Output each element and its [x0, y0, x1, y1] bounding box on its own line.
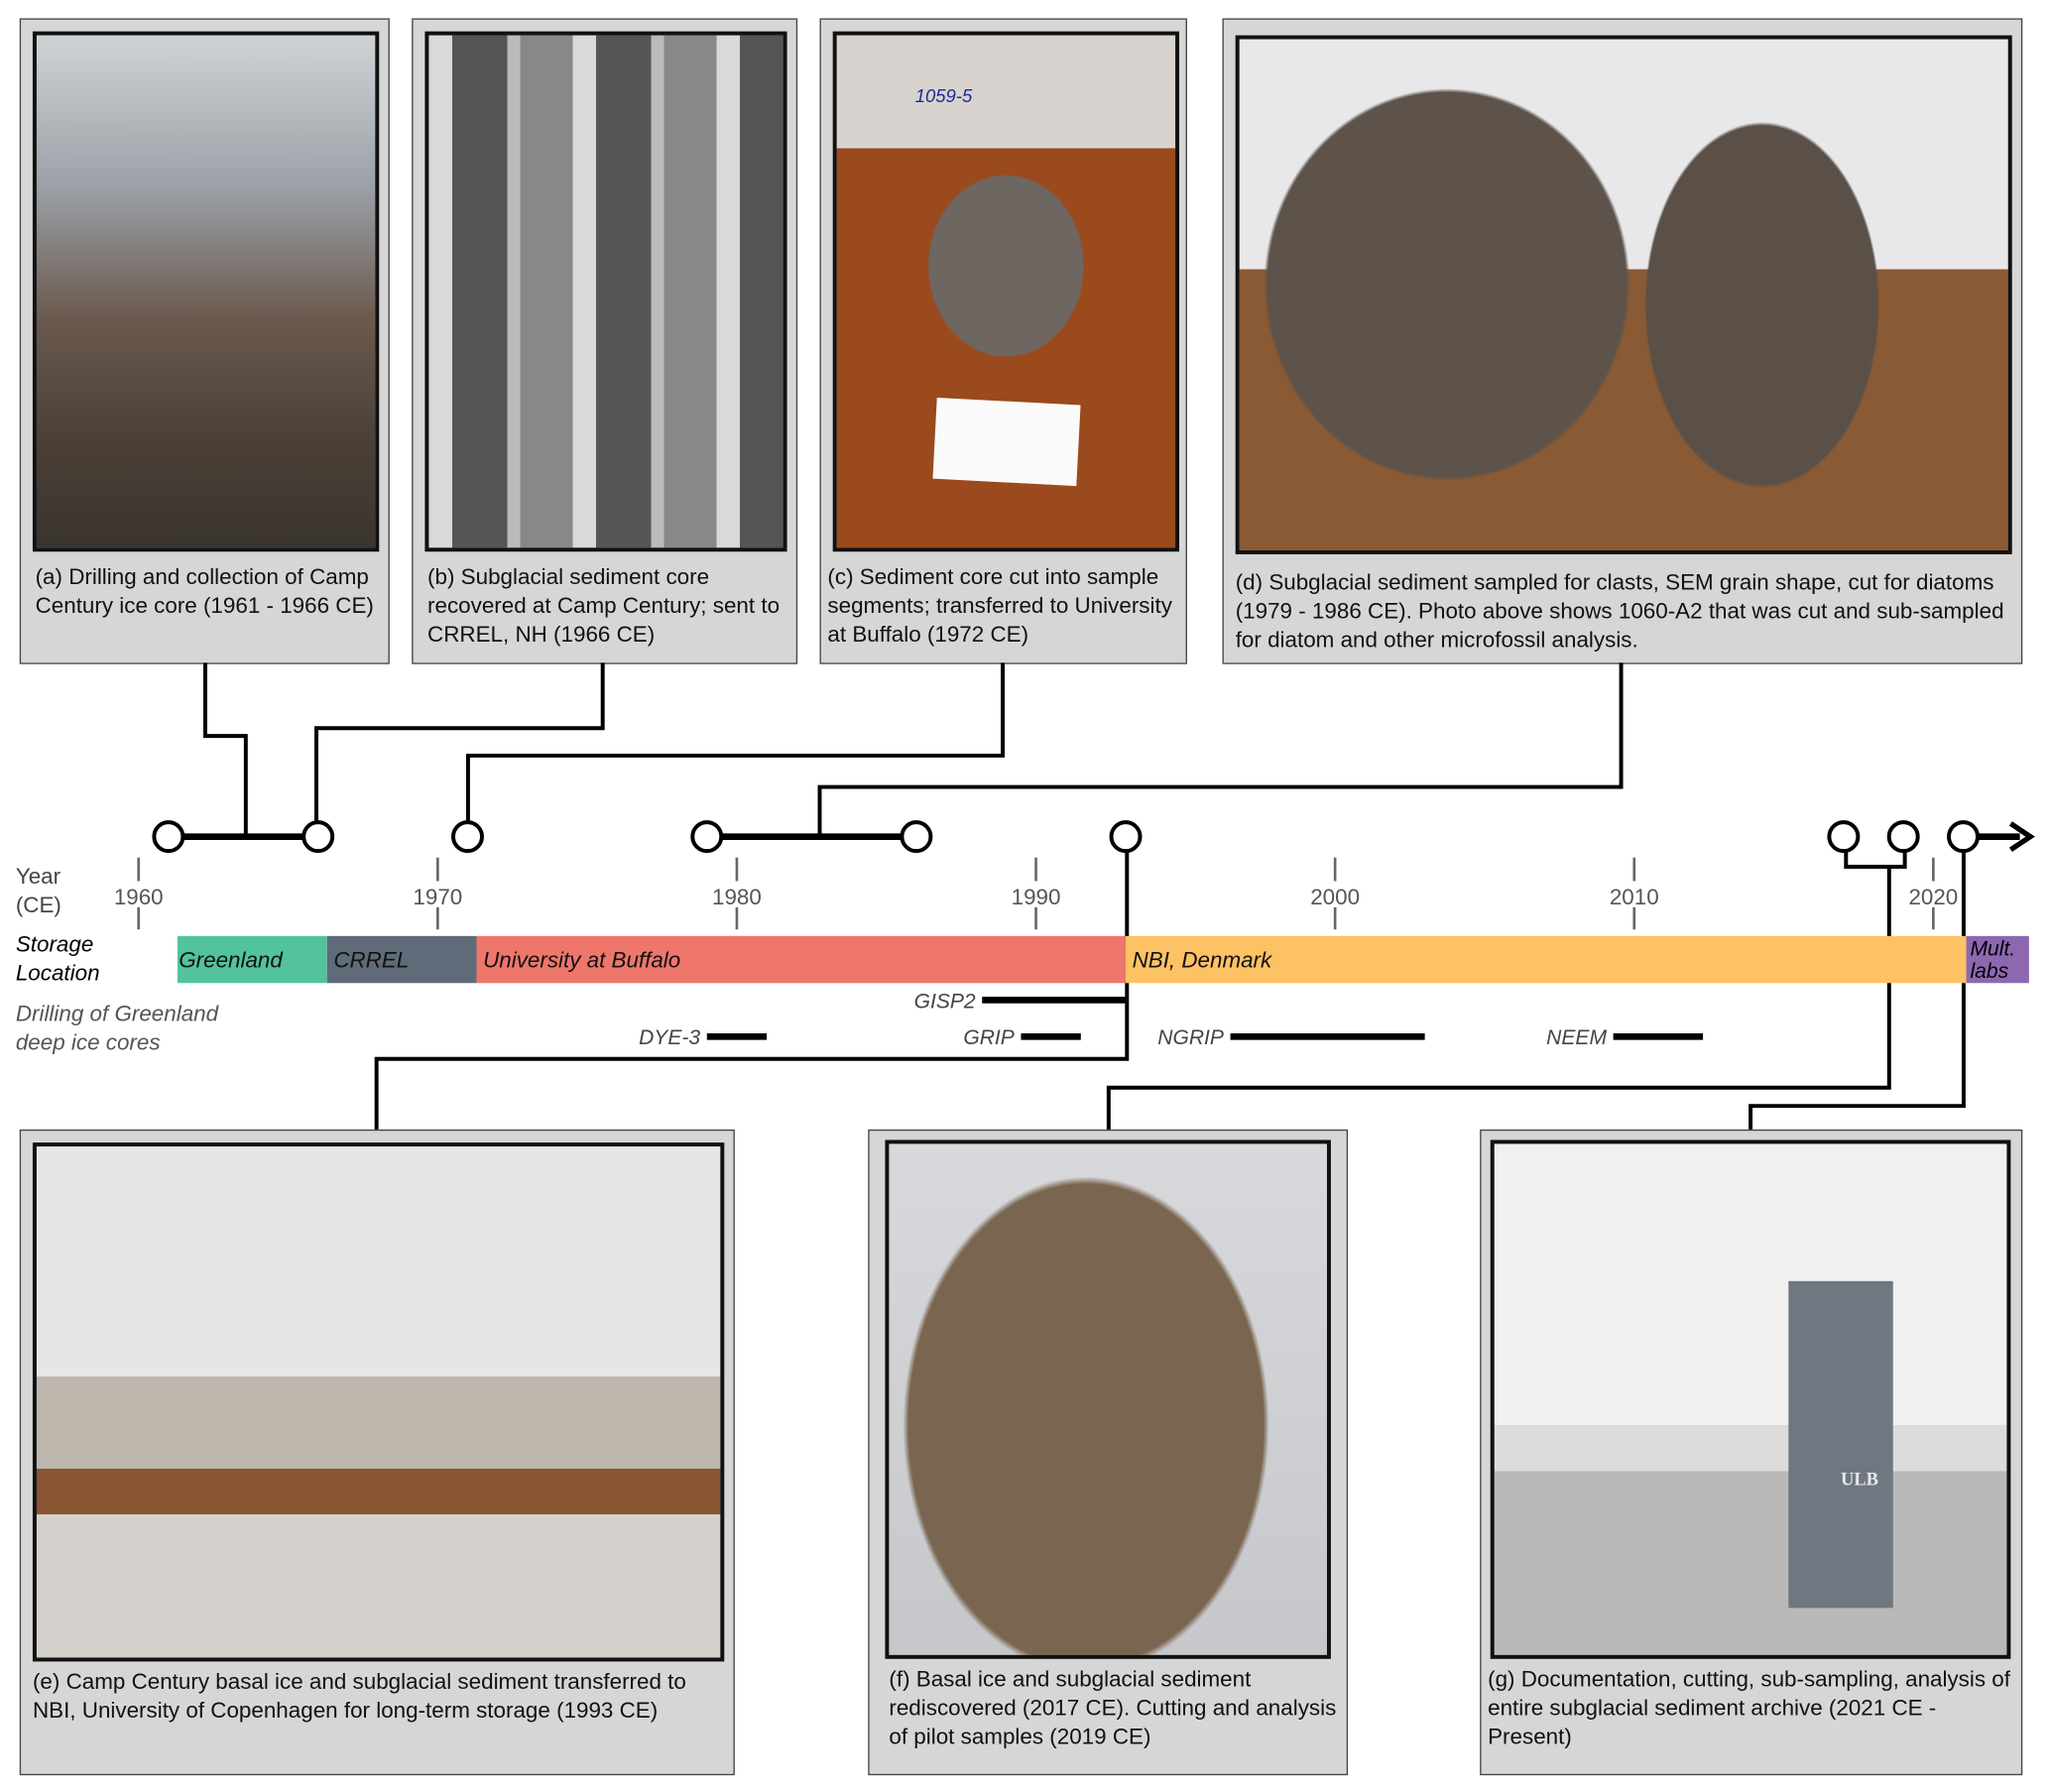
storage-segment	[177, 935, 327, 984]
caption-b: (b) Subglacial sediment core recovered a…	[427, 564, 781, 648]
storage-label: NBI, Denmark	[1133, 947, 1273, 972]
panel-a: (a) Drilling and collection of Camp Cent…	[19, 18, 390, 664]
panel-e: (e) Camp Century basal ice and subglacia…	[19, 1129, 735, 1776]
storage-label: CRREL	[333, 947, 409, 972]
storage-label: Mult.	[1970, 938, 2015, 961]
caption-a: (a) Drilling and collection of Camp Cent…	[35, 564, 374, 619]
connector-a	[202, 662, 248, 837]
arrow-head-icon	[2008, 821, 2035, 853]
tick-label: 1980	[712, 885, 762, 909]
storage-label-cont: labs	[1970, 960, 2008, 983]
connector-lines	[202, 662, 1966, 1130]
panel-b: (b) Subglacial sediment core recovered a…	[412, 18, 798, 664]
event-marker	[301, 820, 335, 854]
caption-e: (e) Camp Century basal ice and subglacia…	[32, 1669, 686, 1724]
basal-ice-sediment-photo	[885, 1139, 1331, 1659]
connector-c	[465, 662, 1006, 823]
jar-label: 1059-5	[914, 84, 973, 106]
storage-segment	[1126, 935, 1967, 984]
event-marker	[1827, 820, 1861, 854]
year-axis-label: Year (CE)	[15, 864, 61, 918]
connector-f	[1106, 851, 1907, 1130]
tick-label: 1990	[1012, 885, 1061, 909]
panel-f: (f) Basal ice and subglacial sediment re…	[868, 1129, 1349, 1776]
tick-label: 2010	[1610, 885, 1659, 909]
sediment-block-photo	[1235, 35, 2012, 554]
connector-b	[314, 662, 605, 823]
caption-f: (f) Basal ice and subglacial sediment re…	[889, 1666, 1337, 1749]
tick-label: 2020	[1908, 885, 1958, 909]
storage-label: Greenland	[179, 947, 284, 972]
event-marker	[451, 820, 484, 854]
panel-d: (d) Subglacial sediment sampled for clas…	[1222, 18, 2023, 664]
core-label: GRIP	[963, 1026, 1015, 1049]
event-marker	[1109, 820, 1143, 854]
storage-segment	[1966, 935, 2029, 984]
storage-segment	[326, 935, 477, 984]
lab-equipment-photo: ULB	[1490, 1139, 2011, 1659]
caption-g: (g) Documentation, cutting, sub-sampling…	[1488, 1666, 2011, 1749]
storage-location-label: Storage Location	[15, 931, 100, 986]
caption-d: (d) Subglacial sediment sampled for clas…	[1235, 569, 2004, 653]
panel-c: 1059-5 (c) Sediment core cut into sample…	[819, 18, 1187, 664]
connector-d	[817, 662, 1624, 837]
core-label: NGRIP	[1157, 1026, 1224, 1049]
storage-label: University at Buffalo	[483, 947, 680, 972]
event-marker	[690, 820, 724, 854]
tick-label: 1960	[114, 885, 164, 909]
tick-label: 1970	[413, 885, 462, 909]
sample-segment-photo: 1059-5	[832, 31, 1180, 552]
event-marker	[900, 820, 933, 854]
tick-label: 2000	[1310, 885, 1360, 909]
cutting-machine: ULB	[1788, 1280, 1893, 1609]
core-label: DYE-3	[639, 1026, 700, 1049]
machine-label: ULB	[1841, 1470, 1878, 1491]
core-label: NEEM	[1546, 1026, 1607, 1049]
event-marker	[1886, 820, 1920, 854]
drilling-label: Drilling of Greenland deep ice cores	[15, 1001, 219, 1055]
storage-jars-photo	[32, 1142, 725, 1662]
sediment-core-photo	[424, 31, 787, 552]
caption-c: (c) Sediment core cut into sample segmen…	[827, 564, 1172, 648]
core-label: GISP2	[914, 990, 976, 1013]
drilling-photo	[32, 31, 380, 552]
panel-g: ULB (g) Documentation, cutting, sub-samp…	[1480, 1129, 2023, 1776]
storage-segment	[476, 935, 1127, 984]
event-marker	[1947, 820, 1980, 854]
event-marker	[152, 820, 185, 854]
